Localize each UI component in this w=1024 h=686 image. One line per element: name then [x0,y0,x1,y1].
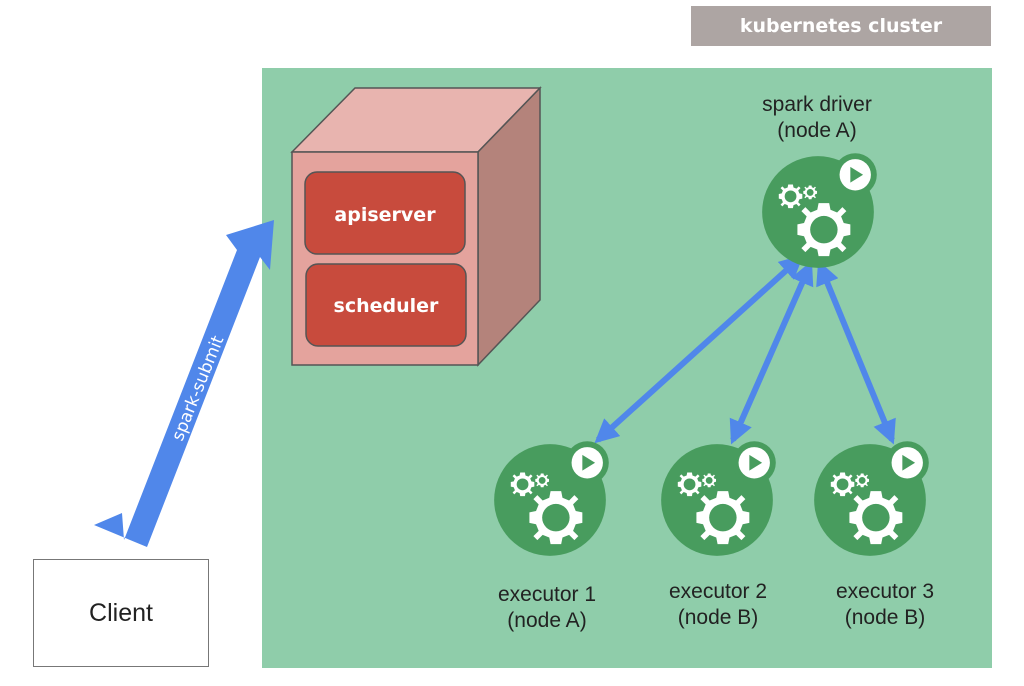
executor-3-pod-icon[interactable] [814,441,929,556]
executor-1-label: executor 1 (node A) [457,582,637,634]
apiserver-component[interactable] [304,171,466,255]
executor-2-name: executor 2 [668,580,768,603]
executor-3-node: (node B) [844,606,926,629]
executor-1-name: executor 1 [497,583,597,606]
scheduler-component[interactable] [305,263,467,347]
master-node-cube: apiserver scheduler [290,86,542,367]
spark-driver-label: spark driver (node A) [727,92,907,144]
executor-2-label: executor 2 (node B) [628,579,808,631]
scheduler-label: scheduler [334,295,440,317]
spark-submit-arrow: spark-submit [94,220,274,547]
executor-2-pod-icon[interactable] [661,441,776,556]
client-label: Client [89,598,153,627]
spark-driver-pod-icon[interactable] [762,153,877,268]
executor-2-node: (node B) [677,606,759,629]
connection-executor-3 [816,260,896,445]
driver-node: (node A) [777,119,857,142]
cluster-title-badge: kubernetes cluster [691,6,991,46]
executor-3-name: executor 3 [835,580,935,603]
client-box[interactable]: Client [33,559,209,667]
apiserver-label: apiserver [334,204,436,226]
executor-1-node: (node A) [507,609,587,632]
driver-name: spark driver [762,93,872,116]
connection-executor-2 [729,260,814,445]
executor-1-pod-icon[interactable] [494,441,609,556]
driver-executor-connections [594,254,896,445]
executor-3-label: executor 3 (node B) [795,579,975,631]
connection-executor-1 [594,254,804,444]
